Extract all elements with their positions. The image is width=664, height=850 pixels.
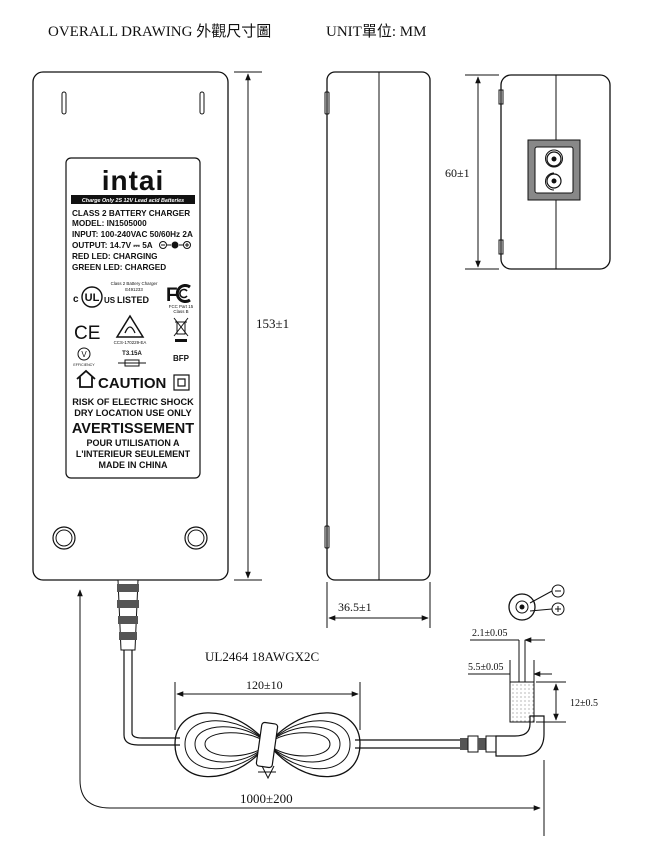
french-line: MADE IN CHINA	[99, 460, 168, 470]
double-insulation-icon	[173, 374, 190, 391]
length-dimension: 153±1	[234, 71, 289, 581]
dc-polarity-symbol	[508, 584, 565, 621]
ac-inlet	[527, 139, 581, 201]
fuse-rating: T3.15A	[122, 351, 142, 357]
screw-hole-right	[184, 526, 208, 550]
ul-listed: LISTED	[117, 295, 150, 305]
dc-plug	[460, 640, 545, 757]
spec-line: GREEN LED: CHARGED	[72, 263, 166, 272]
fuse-mark: T3.15A	[118, 351, 146, 367]
spec-line: CLASS 2 BATTERY CHARGER	[72, 209, 190, 218]
avertissement-heading: AVERTISSEMENT	[72, 421, 194, 437]
spec-line: OUTPUT: 14.7V ⎓ 5A	[72, 241, 153, 250]
ul-class-text: Class 2 Battery Charger	[111, 281, 158, 286]
fcc-mark: F FCC Part 15 Class B	[166, 284, 194, 314]
svg-text:F: F	[166, 285, 178, 306]
cable-spec: UL2464 18AWGX2C	[205, 649, 319, 664]
drawing-title: OVERALL DRAWING 外觀尺寸圖	[48, 24, 272, 40]
thickness-value: 36.5±1	[338, 600, 372, 614]
plug-length-dimension: 12±0.5	[536, 681, 598, 723]
efficiency-label: EFFICIENCY	[73, 363, 95, 367]
spec-line: MODEL: IN1505000	[72, 219, 147, 228]
polarity-symbol	[159, 241, 191, 249]
ul-listed-mark: UL c US LISTED Class 2 Battery Charger E…	[73, 281, 158, 308]
unit-label: UNIT單位: MM	[326, 24, 427, 40]
svg-text:UL: UL	[85, 292, 100, 304]
coil-value: 120±10	[246, 678, 283, 692]
thickness-dimension: 36.5±1	[326, 582, 431, 628]
spec-line: INPUT: 100-240VAC 50/60Hz 2A	[72, 230, 193, 239]
ce-mark: CE	[74, 323, 100, 344]
pin-value: 2.1±0.05	[472, 628, 508, 639]
cable-length-dimension: 1000±200	[77, 589, 545, 836]
ul-file-number: E491233	[125, 287, 143, 292]
length-value: 153±1	[256, 316, 289, 331]
house-icon	[76, 369, 96, 388]
cable-length-value: 1000±200	[240, 791, 293, 806]
french-line: L'INTERIEUR SEULEMENT	[76, 449, 191, 459]
brand-logo: intai	[102, 165, 165, 196]
spec-line: RED LED: CHARGING	[72, 252, 158, 261]
width-dimension: 60±1	[445, 74, 499, 270]
efficiency-level: V	[81, 350, 87, 359]
cable-coil	[174, 712, 361, 780]
fcc-part: FCC Part 15	[169, 304, 194, 309]
pin-diameter-dimension: 2.1±0.05	[470, 628, 545, 643]
end-view	[498, 74, 611, 270]
efficiency-mark: V EFFICIENCY	[73, 347, 95, 367]
ul-us: US	[104, 296, 116, 305]
screw-hole-left	[52, 526, 76, 550]
bfp-mark: BFP	[173, 354, 190, 363]
barrel-value: 5.5±0.05	[468, 662, 504, 673]
fcc-class: Class B	[173, 309, 188, 314]
ul-c: c	[73, 294, 79, 305]
rcm-code: CCS-170229-EA	[114, 340, 147, 345]
warning-line: RISK OF ELECTRIC SHOCK	[72, 397, 194, 407]
rcm-mark: CCS-170229-EA	[114, 314, 147, 345]
plug-length-value: 12±0.5	[570, 698, 598, 709]
barrel-diameter-dimension: 5.5±0.05	[468, 660, 552, 682]
cable-tie	[255, 721, 279, 780]
caution-heading: CAUTION	[98, 375, 166, 392]
front-view: intai Charge Only 2S 12V Lead acid Batte…	[32, 71, 229, 651]
strain-relief	[117, 579, 139, 651]
french-line: POUR UTILISATION A	[87, 438, 180, 448]
rating-label: intai Charge Only 2S 12V Lead acid Batte…	[65, 157, 201, 479]
width-value: 60±1	[445, 166, 470, 180]
side-view	[324, 71, 431, 581]
weee-bin-icon	[173, 317, 189, 342]
label-tagline: Charge Only 2S 12V Lead acid Batteries	[82, 198, 184, 204]
warning-line: DRY LOCATION USE ONLY	[74, 408, 191, 418]
